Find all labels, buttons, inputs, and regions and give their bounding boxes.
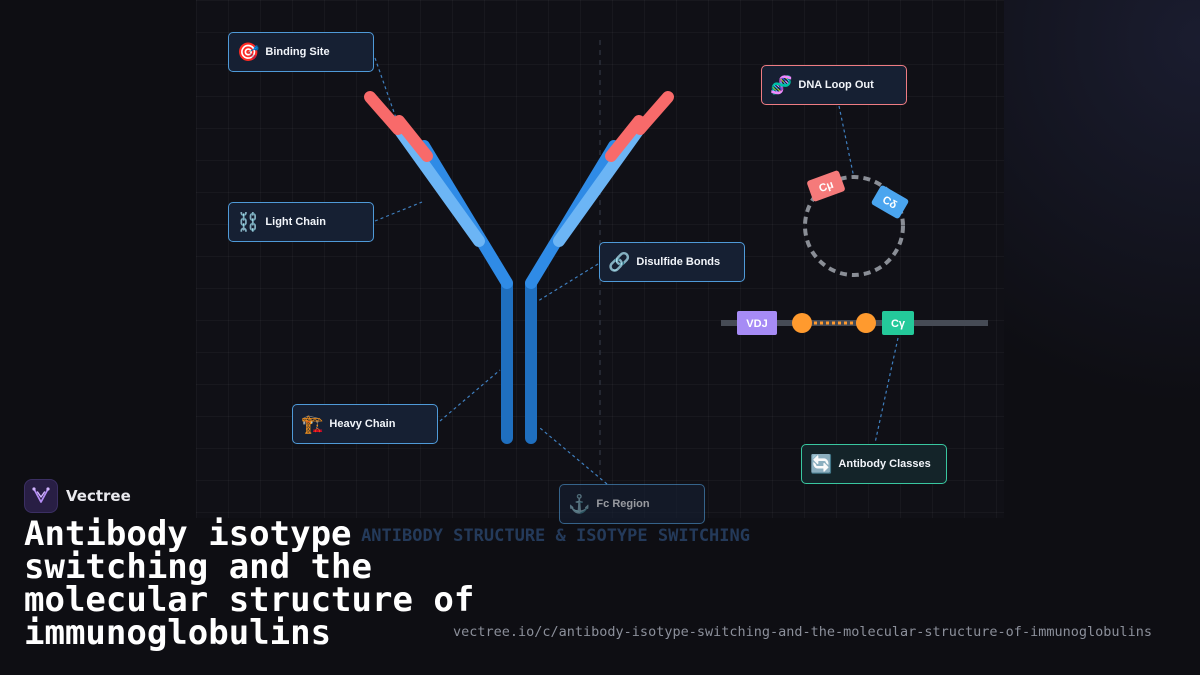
target-icon: 🎯 <box>237 42 260 62</box>
binding-site-label-box: 🎯 Binding Site <box>228 32 374 72</box>
connector-antibody-classes <box>874 337 899 444</box>
anchor-icon: ⚓ <box>568 494 591 514</box>
diagram-watermark: ANTIBODY STRUCTURE & ISOTYPE SWITCHING <box>361 526 750 546</box>
connector-heavy-chain <box>439 369 501 422</box>
dna-loop-out-label: DNA Loop Out <box>798 79 874 91</box>
c-delta-segment: Cδ <box>871 185 909 219</box>
chain-icon: ⛓️ <box>237 212 260 232</box>
connector-fc-region <box>539 427 608 485</box>
variable-region-right-light <box>634 91 674 135</box>
disulfide-bonds-label-box: 🔗 Disulfide Bonds <box>599 242 745 282</box>
c-gamma-label: Cγ <box>891 318 906 330</box>
light-chain-label: Light Chain <box>265 216 326 228</box>
c-mu-segment: Cμ <box>807 170 845 202</box>
brand[interactable]: Vectree <box>24 479 131 513</box>
brand-name: Vectree <box>66 487 131 505</box>
vdj-segment <box>737 311 777 335</box>
dna-loop-out-label-box: 🧬 DNA Loop Out <box>761 65 907 105</box>
dna-loop-circle <box>803 175 905 277</box>
light-chain-left <box>392 122 485 247</box>
variable-region-left-light <box>364 91 404 135</box>
construction-icon: 🏗️ <box>301 414 324 434</box>
connector-light-chain <box>374 201 423 222</box>
link-icon: 🔗 <box>608 252 631 272</box>
connector-binding-site <box>374 57 397 119</box>
dna-icon: 🧬 <box>770 75 793 95</box>
connector-disulfide-bonds <box>537 263 599 302</box>
vectree-logo-icon <box>24 479 58 513</box>
binding-site-label: Binding Site <box>265 46 330 58</box>
disulfide-bonds-label: Disulfide Bonds <box>636 256 721 268</box>
fc-region-label-box: ⚓ Fc Region <box>559 484 705 524</box>
antibody-classes-label-box: 🔄 Antibody Classes <box>801 444 947 484</box>
variable-region-left-heavy <box>393 115 433 162</box>
heavy-chain-label: Heavy Chain <box>329 418 396 430</box>
vdj-label: VDJ <box>746 318 767 330</box>
fc-region-label: Fc Region <box>596 498 650 510</box>
heavy-chain-label-box: 🏗️ Heavy Chain <box>292 404 438 444</box>
connector-dna-loop <box>838 105 855 179</box>
page-url[interactable]: vectree.io/c/antibody-isotype-switching-… <box>453 624 1152 640</box>
switch-site-right <box>856 313 876 333</box>
variable-region-right-heavy <box>605 115 645 162</box>
light-chain-right <box>553 122 646 247</box>
c-gamma-segment <box>882 311 914 335</box>
page-title: Antibody isotype switching and the molec… <box>24 514 475 653</box>
c-mu-label: Cμ <box>817 179 835 195</box>
antibody-classes-label: Antibody Classes <box>838 458 931 470</box>
switch-site-left <box>792 313 812 333</box>
cycle-icon: 🔄 <box>810 454 833 474</box>
light-chain-label-box: ⛓️ Light Chain <box>228 202 374 242</box>
